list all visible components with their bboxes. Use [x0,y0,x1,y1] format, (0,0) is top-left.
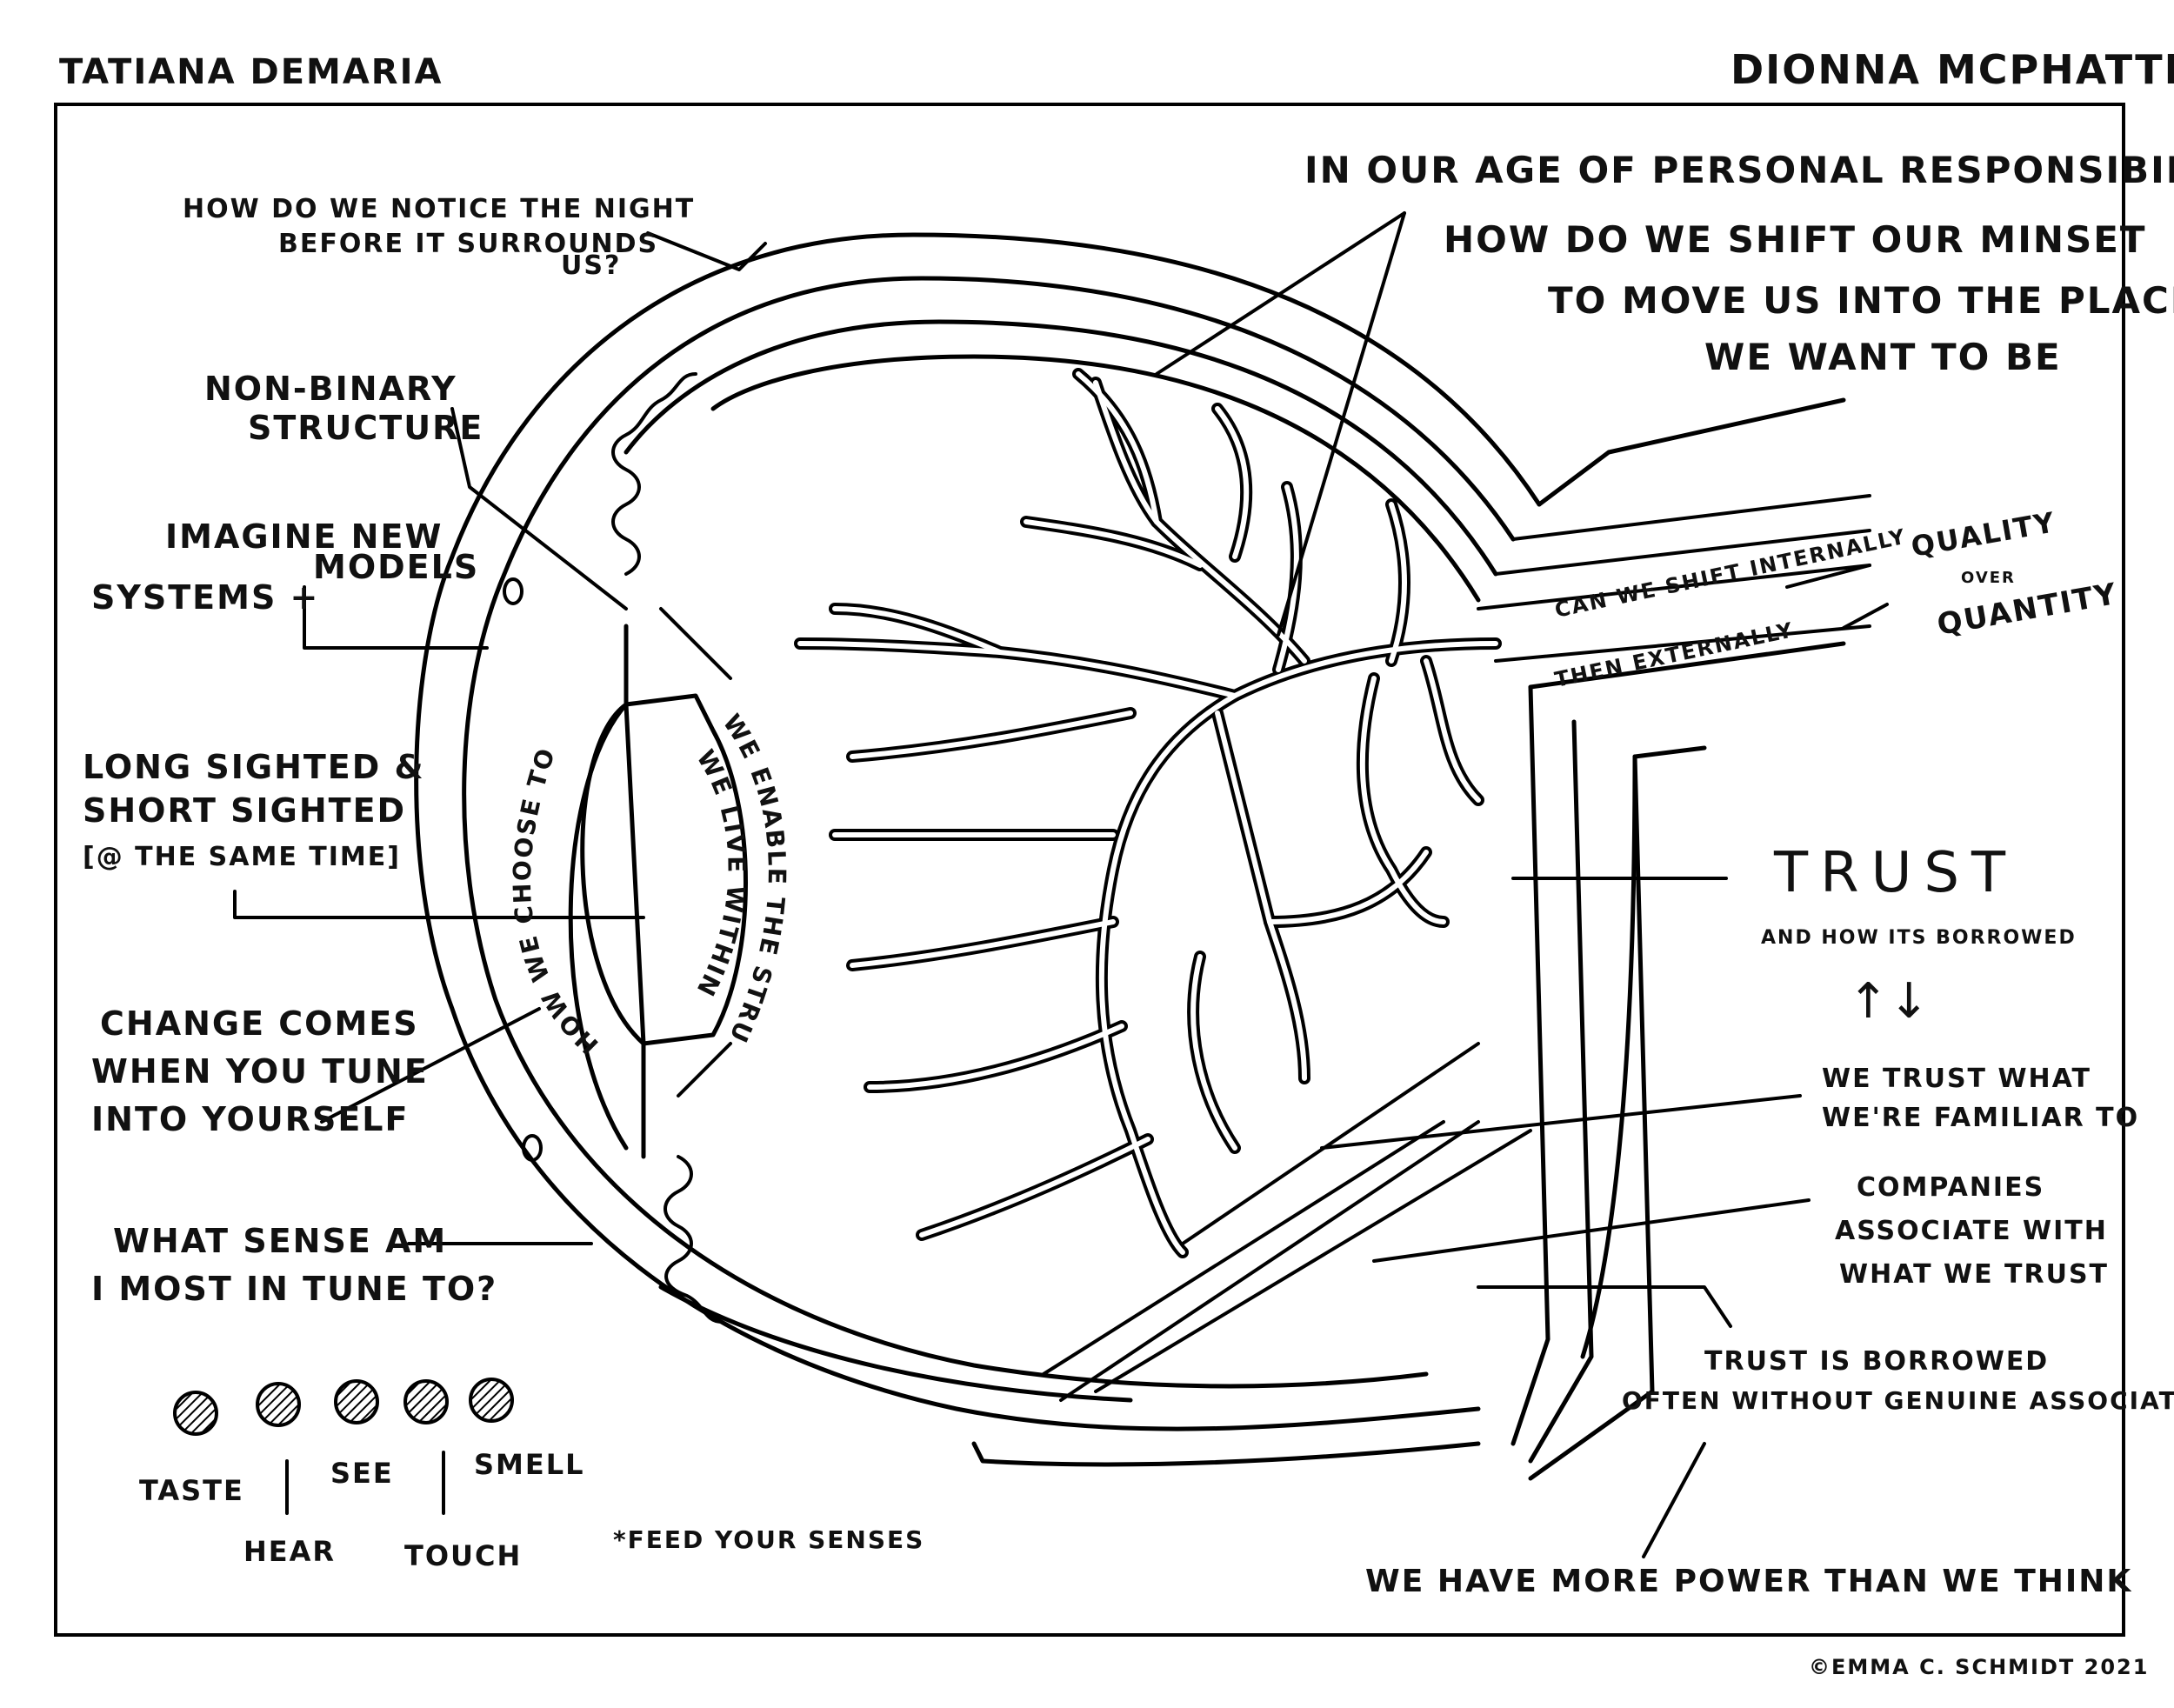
sheath-outer [1580,754,1637,1359]
svg-text:WHAT SENSE AM: WHAT SENSE AM [113,1222,447,1260]
eye-outer-wall [414,232,1542,1431]
iris-lower [677,1042,732,1098]
sense-dot-hear [256,1382,301,1427]
sense-taste: TASTE [139,1474,244,1507]
sense-dot-touch [403,1379,449,1424]
svg-text:US?: US? [561,250,621,281]
svg-text:IN OUR AGE OF PERSONAL RESPONS: IN OUR AGE OF PERSONAL RESPONSIBILITY [1304,149,2174,191]
svg-text:WE'RE FAMILIAR TO: WE'RE FAMILIAR TO [1822,1103,2139,1133]
note-imagine: IMAGINE NEW SYSTEMS + MODELS [91,517,479,617]
note-internally: CAN WE SHIFT INTERNALLY [1552,524,1908,623]
svg-text:NON-BINARY: NON-BINARY [204,370,457,408]
svg-text:ASSOCIATE WITH: ASSOCIATE WITH [1835,1216,2108,1246]
copyright: ©EMMA C. SCHMIDT 2021 [1809,1655,2149,1679]
note-sighted: LONG SIGHTED & SHORT SIGHTED [@ THE SAME… [83,748,425,872]
svg-text:HOW DO WE SHIFT OUR MINSET: HOW DO WE SHIFT OUR MINSET [1444,218,2147,261]
senses-legend: TASTE SEE SMELL HEAR TOUCH [139,1378,585,1572]
svg-text:WE WANT TO BE: WE WANT TO BE [1704,336,2062,378]
right-name: DIONNA MCPHATTER [1731,46,2174,93]
sclera-dot-top [503,577,523,605]
sense-dot-see [334,1379,379,1424]
note-power: WE HAVE MORE POWER THAN WE THINK [1365,1564,2132,1599]
lens-body [624,693,748,1046]
optic-nerve-line [1477,564,1871,610]
sheath-3 [1528,754,1655,1481]
sclera-dot-bottom [522,1134,543,1162]
svg-text:WHAT WE TRUST: WHAT WE TRUST [1839,1259,2109,1290]
svg-text:OFTEN WITHOUT GENUINE ASSOCIAT: OFTEN WITHOUT GENUINE ASSOCIATION [1622,1386,2174,1415]
svg-text:IMAGINE NEW: IMAGINE NEW [165,517,443,556]
frame-border [54,103,2125,1637]
svg-text:WE TRUST WHAT: WE TRUST WHAT [1822,1064,2091,1094]
sheath-2 [1528,719,1594,1464]
sense-hear: HEAR [243,1535,336,1568]
svg-text:[@ THE SAME TIME]: [@ THE SAME TIME] [83,842,401,872]
optic-nerve-bottom-2 [1528,641,1846,690]
svg-text:TRUST IS BORROWED: TRUST IS BORROWED [1704,1346,2049,1377]
sense-see: SEE [330,1457,394,1490]
svg-text:STRUCTURE: STRUCTURE [248,409,483,447]
note-night: HOW DO WE NOTICE THE NIGHT BEFORE IT SUR… [183,194,695,281]
note-companies: COMPANIES ASSOCIATE WITH WHAT WE TRUST [1835,1172,2109,1290]
iris-upper [659,607,732,680]
note-trust-sub: AND HOW ITS BORROWED [1761,927,2077,949]
note-non-binary: NON-BINARY STRUCTURE [204,370,483,447]
diag-1 [1042,1120,1445,1376]
note-borrowed: TRUST IS BORROWED OFTEN WITHOUT GENUINE … [1622,1346,2174,1415]
lens-curve [580,702,646,1046]
diag-3 [1094,1129,1532,1393]
svg-text:MODELS: MODELS [313,548,479,586]
sheath-4 [1632,745,1707,759]
note-trust: TRUST [1773,841,2017,905]
svg-text:SHORT SIGHTED: SHORT SIGHTED [83,791,406,830]
diag-4 [1181,1042,1480,1245]
optic-nerve-top [1537,397,1846,507]
cornea-front [568,702,629,1151]
eye-wall-lower [658,1284,1133,1403]
diag-2 [1059,1120,1480,1402]
svg-text:BEFORE IT SURROUNDS: BEFORE IT SURROUNDS [278,229,658,259]
optic-nerve-mid [1494,529,1871,576]
note-familiar: WE TRUST WHAT WE'RE FAMILIAR TO [1822,1064,2139,1133]
sense-dot-smell [469,1378,514,1423]
note-change: CHANGE COMES WHEN YOU TUNE INTO YOURSELF [91,1004,429,1138]
svg-text:INTO YOURSELF: INTO YOURSELF [91,1100,409,1138]
left-name: TATIANA DEMARIA [59,52,443,92]
note-quality: QUALITY [1909,505,2058,564]
svg-text:COMPANIES: COMPANIES [1857,1172,2044,1203]
eye-drawing [414,232,1871,1481]
note-responsibility: IN OUR AGE OF PERSONAL RESPONSIBILITY HO… [1304,149,2174,378]
eye-wall-lower-2 [971,1441,1481,1467]
ciliary-top [611,372,697,576]
leader-lines [233,211,1889,1558]
eye-wall-3 [624,319,1498,577]
svg-text:TO MOVE US INTO THE PLACE: TO MOVE US INTO THE PLACE [1548,279,2174,322]
note-trust-arrows: ↑↓ [1848,973,1930,1030]
svg-text:CHANGE COMES: CHANGE COMES [100,1004,419,1043]
note-sense: WHAT SENSE AM I MOST IN TUNE TO? [91,1222,497,1308]
note-feed: *FEED YOUR SENSES [613,1525,924,1554]
optic-nerve-upper [1511,494,1871,541]
sense-dot-taste [173,1391,218,1436]
svg-text:I MOST IN TUNE TO?: I MOST IN TUNE TO? [91,1270,497,1308]
svg-text:LONG SIGHTED &: LONG SIGHTED & [83,748,425,786]
sense-touch: TOUCH [404,1539,522,1572]
note-over: OVER [1961,569,2016,587]
svg-text:HOW DO WE NOTICE THE NIGHT: HOW DO WE NOTICE THE NIGHT [183,194,695,224]
ciliary-bottom [664,1155,724,1324]
sheath-1 [1510,684,1550,1446]
eye-wall-4 [710,354,1481,603]
eye-wall-2 [462,276,1516,1389]
optic-nerve-bottom [1494,624,1871,663]
sense-smell: SMELL [474,1448,585,1481]
blood-vessels [794,368,1502,1258]
svg-text:WHEN YOU TUNE: WHEN YOU TUNE [91,1052,429,1091]
svg-text:SYSTEMS +: SYSTEMS + [91,578,319,617]
